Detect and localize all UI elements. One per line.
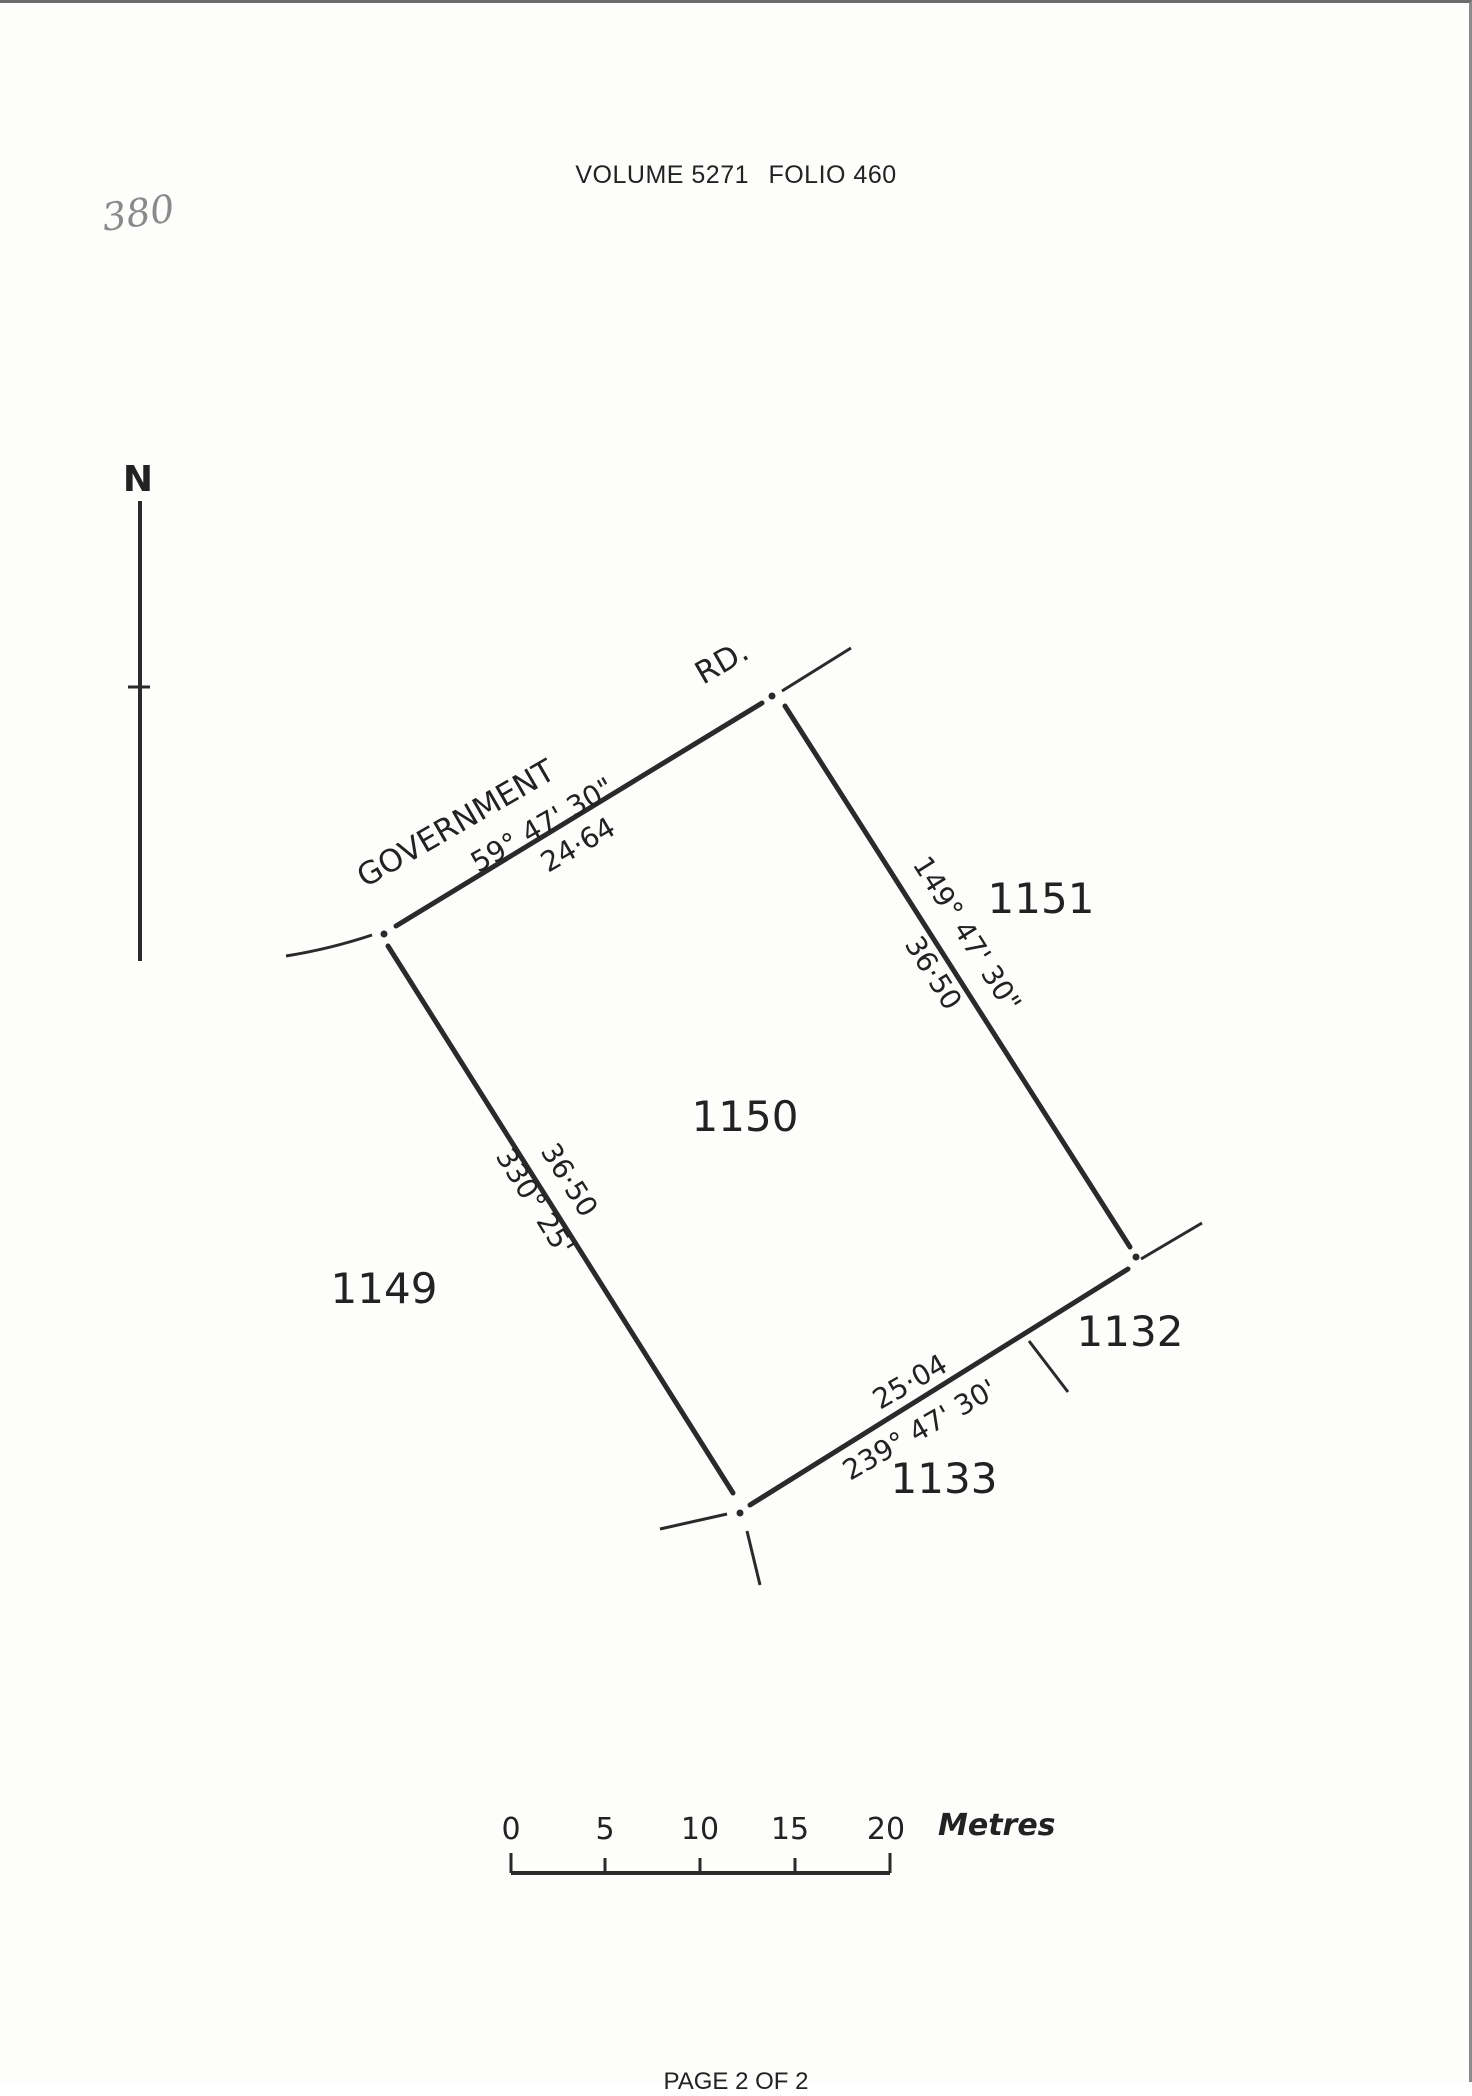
folio-label: FOLIO 460 <box>768 161 897 189</box>
west-boundary-line <box>385 943 736 1496</box>
lot-subject: 1150 <box>692 1092 799 1141</box>
parcel-boundary <box>385 700 1133 1508</box>
survey-plan: N GOVERNMENT RD. <box>123 459 1203 1875</box>
east-boundary-line <box>782 703 1133 1250</box>
south-boundary-line <box>747 1266 1131 1508</box>
north-label: N <box>123 459 153 500</box>
north-boundary-line <box>393 700 765 929</box>
lot-numbers: 1150 1151 1149 1132 1133 <box>331 874 1184 1503</box>
scale-tick-label: 5 <box>595 1812 614 1847</box>
lot-east: 1132 <box>1077 1307 1184 1356</box>
scale-tick-label: 0 <box>501 1812 520 1847</box>
scale-bar: 0 5 10 15 20 Metres <box>501 1808 1056 1875</box>
scale-tick-label: 20 <box>867 1812 905 1847</box>
corner-mark <box>736 1509 744 1517</box>
volume-folio-header: VOLUME 5271 FOLIO 460 <box>0 161 1472 190</box>
page-number: PAGE 2 OF 2 <box>663 2068 809 2095</box>
road-name-rd: RD. <box>689 633 755 692</box>
corner-mark <box>380 930 388 938</box>
scale-tick-label: 10 <box>681 1812 719 1847</box>
corner-mark <box>1132 1253 1140 1261</box>
volume-label: VOLUME 5271 <box>575 161 749 189</box>
lot-west: 1149 <box>331 1264 438 1313</box>
corner-mark <box>768 692 776 700</box>
corner-marks <box>380 692 1140 1517</box>
west-boundary-dimensions: 36·50 330° 25' <box>489 1137 604 1261</box>
lot-south: 1133 <box>891 1454 998 1503</box>
north-arrow: N <box>123 459 153 961</box>
adjoining-boundaries <box>285 646 1203 1586</box>
scale-unit-label: Metres <box>938 1808 1056 1843</box>
scale-tick-label: 15 <box>771 1812 809 1847</box>
lot-north-east: 1151 <box>988 874 1095 923</box>
